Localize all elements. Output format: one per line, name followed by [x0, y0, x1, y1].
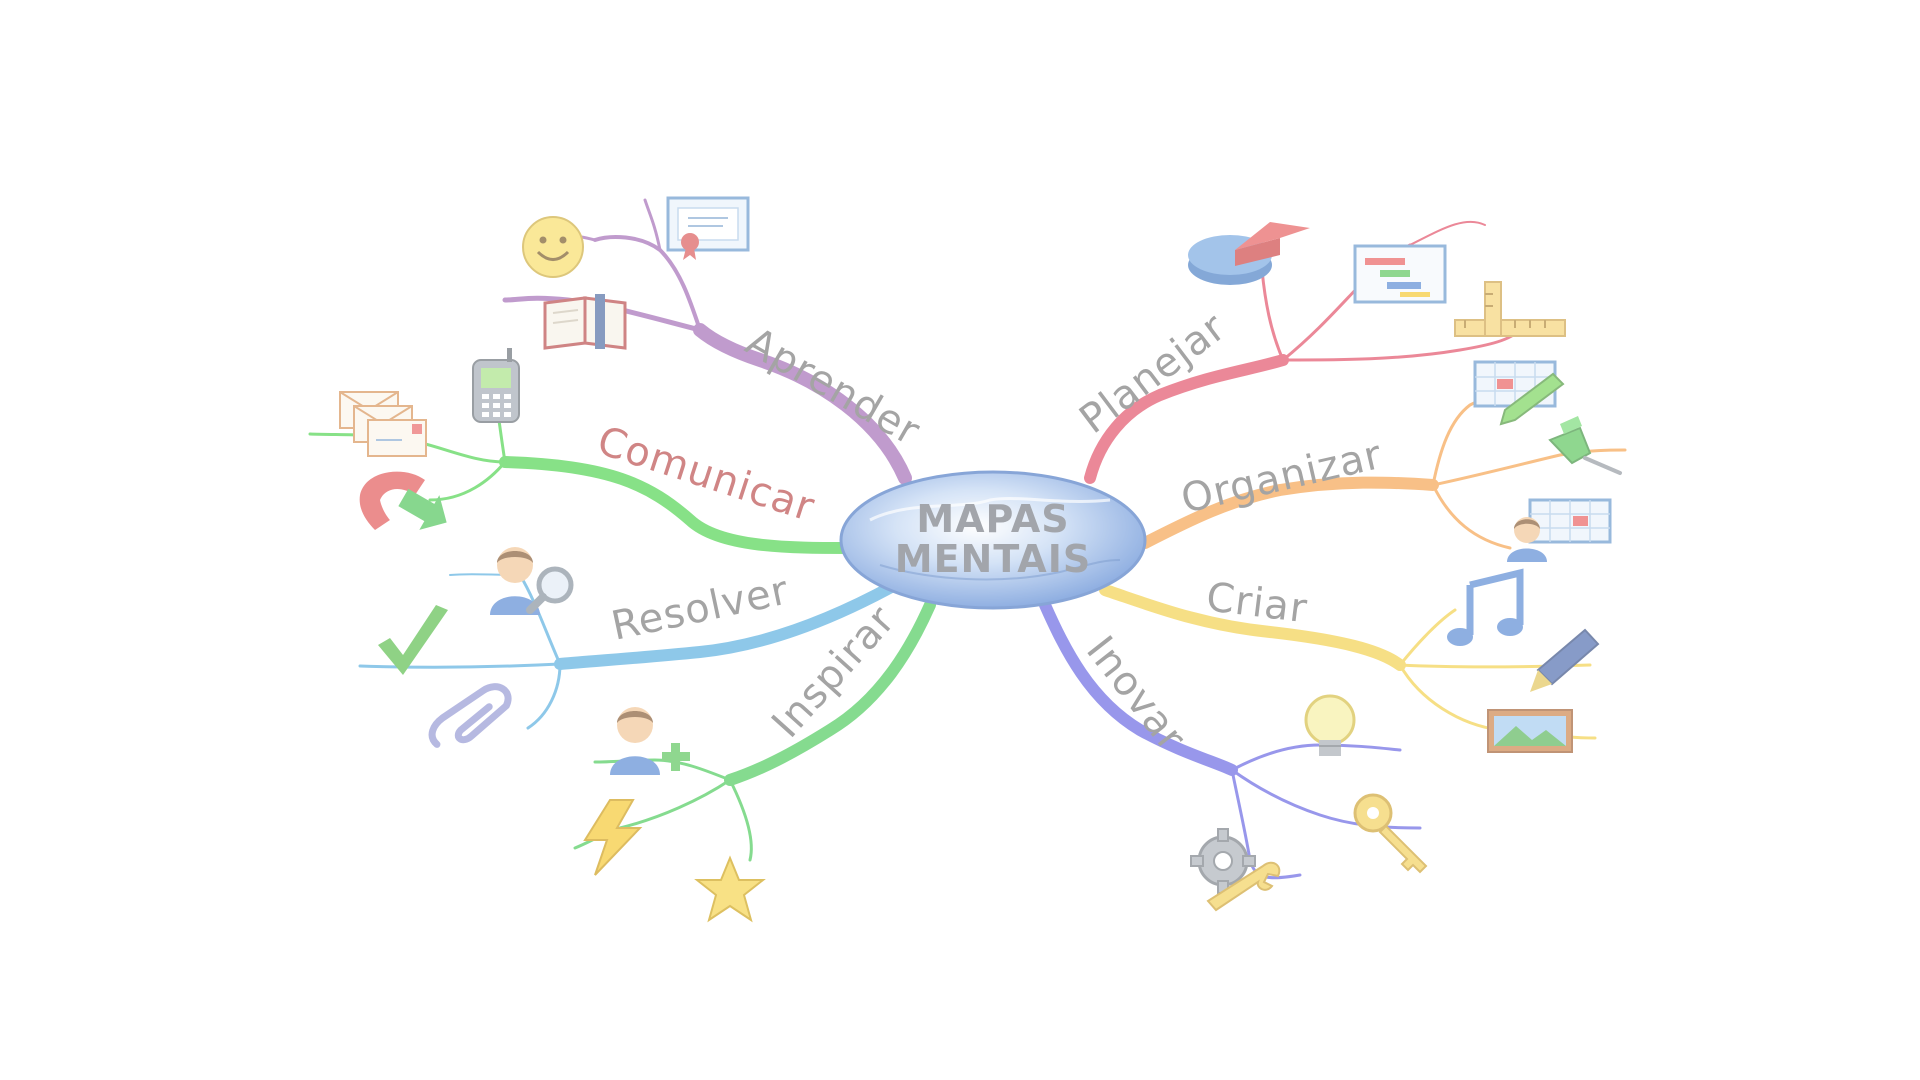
branch-label-aprender: Aprender [738, 319, 928, 455]
pushpin-icon [1550, 416, 1620, 473]
book-icon [545, 294, 625, 349]
smiley-icon [523, 217, 583, 277]
gear-wrench-icon [1191, 829, 1279, 910]
branch-label-organizar: Organizar [1177, 432, 1387, 523]
phone-handset-icon [360, 472, 457, 540]
certificate-icon [668, 198, 748, 260]
paperclip-icon [426, 684, 514, 745]
pie-chart-icon [1188, 222, 1310, 285]
calendar-edit-icon [1475, 362, 1563, 424]
picture-icon [1488, 710, 1572, 752]
star-icon [697, 858, 763, 920]
center-title-line2: MENTAIS [895, 537, 1091, 581]
central-node: MAPAS MENTAIS [841, 472, 1145, 608]
ruler-icon [1455, 282, 1565, 336]
fountain-pen-icon [1530, 630, 1598, 692]
envelopes-icon [340, 392, 426, 456]
user-add-icon [610, 707, 690, 775]
user-search-icon [490, 547, 571, 615]
mobile-phone-icon [473, 348, 519, 422]
user-calendar-icon [1507, 500, 1610, 562]
center-title-line1: MAPAS [916, 497, 1069, 541]
lightning-icon [585, 800, 640, 875]
key-icon [1355, 795, 1426, 872]
checkmark-icon [378, 605, 448, 675]
gantt-chart-icon [1355, 246, 1445, 302]
music-note-icon [1447, 573, 1523, 646]
